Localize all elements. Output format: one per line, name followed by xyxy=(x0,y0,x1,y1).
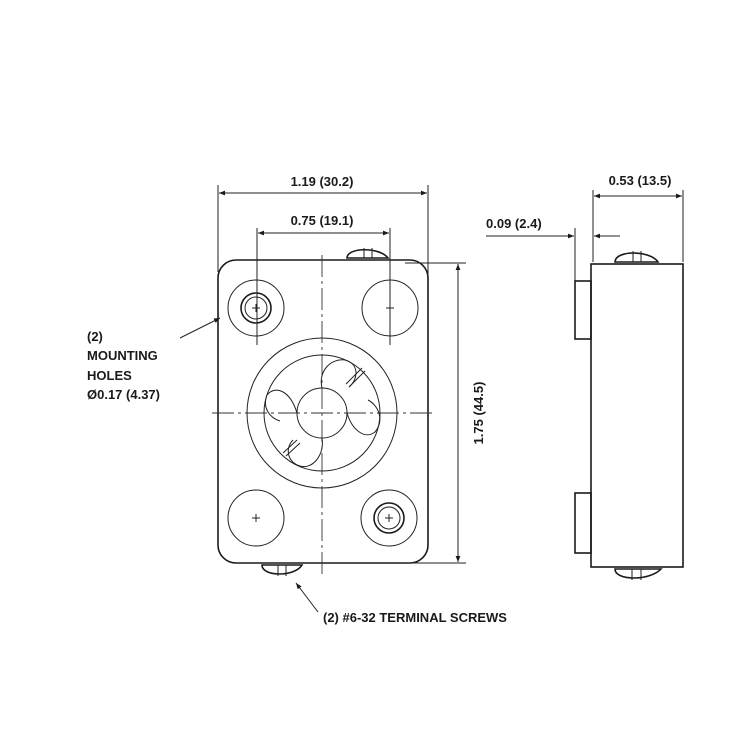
depth-label: 0.53 (13.5) xyxy=(609,173,672,188)
hole-spacing-label: 0.75 (19.1) xyxy=(291,213,354,228)
tab-bottom xyxy=(574,492,592,554)
note-line: HOLES xyxy=(87,368,132,383)
side-view: 0.53 (13.5) 0.09 (2.4) xyxy=(486,173,684,580)
center-rotor xyxy=(246,337,398,489)
note-line: Ø0.17 (4.37) xyxy=(87,387,160,402)
note-text: (2) #6-32 TERMINAL SCREWS xyxy=(323,610,507,625)
tab-offset-label: 0.09 (2.4) xyxy=(486,216,542,231)
side-screw-bottom xyxy=(614,568,663,580)
terminal-screw-top xyxy=(346,248,390,259)
mounting-holes-note: (2) MOUNTING HOLES Ø0.17 (4.37) xyxy=(87,317,221,402)
front-view: 1.19 (30.2) 0.75 (19.1) 1.75 (44.5) (2) … xyxy=(87,174,507,625)
overall-width-label: 1.19 (30.2) xyxy=(291,174,354,189)
housing-outline xyxy=(217,259,429,564)
side-screw-top xyxy=(614,251,660,263)
mounting-hole-bottom-right xyxy=(360,489,418,547)
hole-bottom-left xyxy=(227,489,285,547)
side-housing xyxy=(590,263,684,568)
mounting-hole-top-left xyxy=(227,279,285,337)
note-line: (2) xyxy=(87,329,103,344)
terminal-screws-note: (2) #6-32 TERMINAL SCREWS xyxy=(295,582,507,625)
tab-top xyxy=(574,280,592,340)
terminal-screw-bottom xyxy=(261,564,304,576)
note-line: MOUNTING xyxy=(87,348,158,363)
overall-height-label: 1.75 (44.5) xyxy=(471,382,486,445)
